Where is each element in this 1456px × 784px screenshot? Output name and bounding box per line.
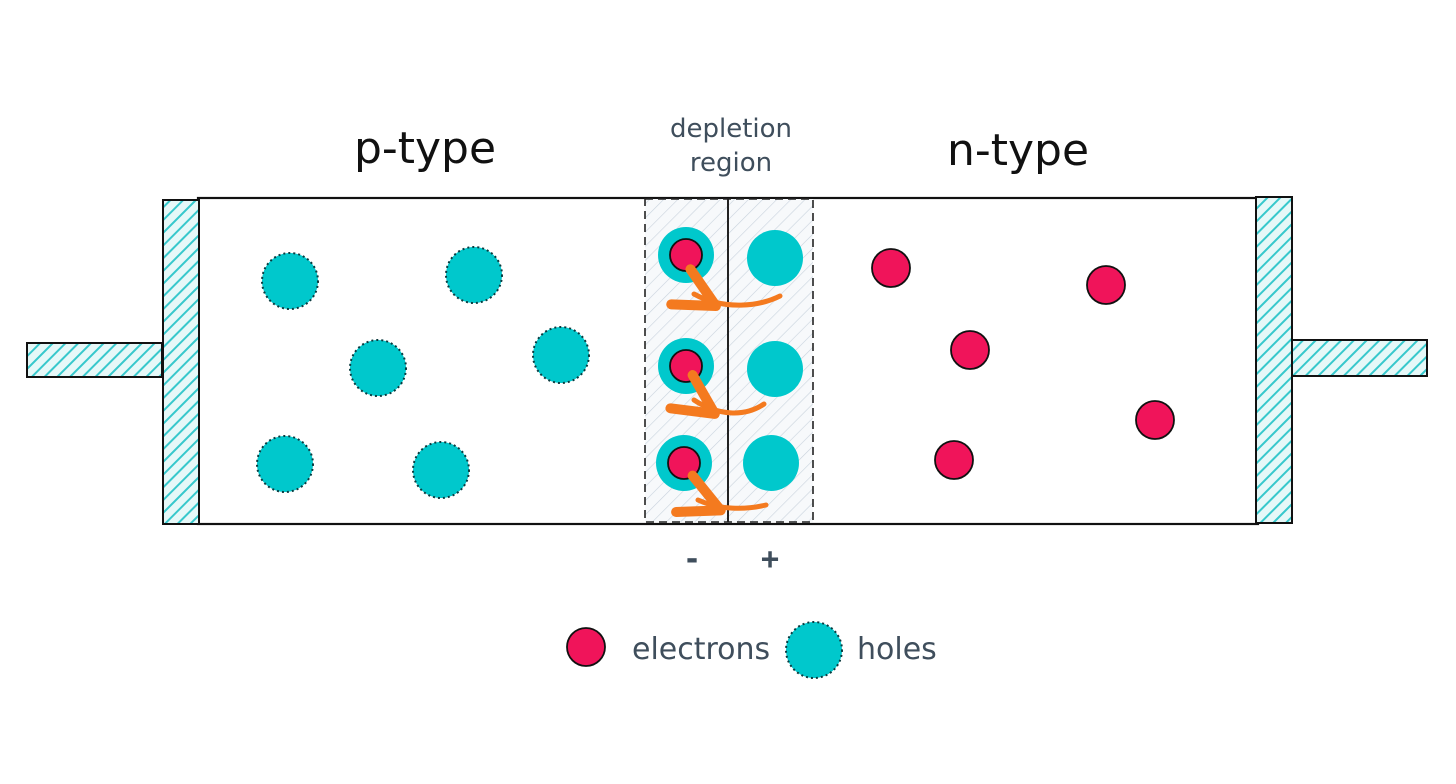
hole — [261, 252, 319, 310]
depletion-negative-ions — [656, 227, 714, 491]
hole — [445, 246, 503, 304]
electron — [950, 330, 990, 370]
electron — [871, 248, 911, 288]
negative-charge-sign: - — [683, 542, 701, 577]
depletion-label-line2: region — [690, 148, 772, 178]
p-type-label: p-type — [354, 123, 496, 174]
hole — [412, 441, 470, 499]
legend: electrons holes — [566, 621, 937, 679]
legend-hole-swatch — [785, 621, 843, 679]
n-type-label: n-type — [947, 125, 1089, 176]
diffusion-arrows — [665, 264, 783, 518]
hole — [747, 230, 803, 286]
electron — [1086, 265, 1126, 305]
electron — [667, 446, 701, 480]
diffusion-arrow — [671, 470, 769, 518]
left-lead — [26, 342, 163, 378]
electron — [934, 440, 974, 480]
hole — [256, 435, 314, 493]
diffusion-arrow — [665, 370, 767, 419]
left-terminal — [162, 199, 200, 525]
p-type-holes — [256, 246, 590, 499]
legend-electrons-label: electrons — [632, 632, 770, 667]
hole — [747, 341, 803, 397]
right-lead — [1291, 339, 1428, 377]
depletion-positive-ions — [743, 230, 803, 491]
positive-charge-sign: + — [761, 542, 779, 577]
hole — [349, 339, 407, 397]
diffusion-arrow — [666, 264, 783, 312]
hole — [532, 326, 590, 384]
depletion-label-line1: depletion — [670, 114, 792, 144]
legend-holes-label: holes — [857, 632, 937, 667]
electron — [669, 238, 703, 272]
legend-electron-swatch — [566, 627, 606, 667]
right-terminal — [1255, 196, 1293, 524]
n-type-electrons — [871, 248, 1175, 480]
hole — [743, 435, 799, 491]
electron — [669, 349, 703, 383]
electron — [1135, 400, 1175, 440]
